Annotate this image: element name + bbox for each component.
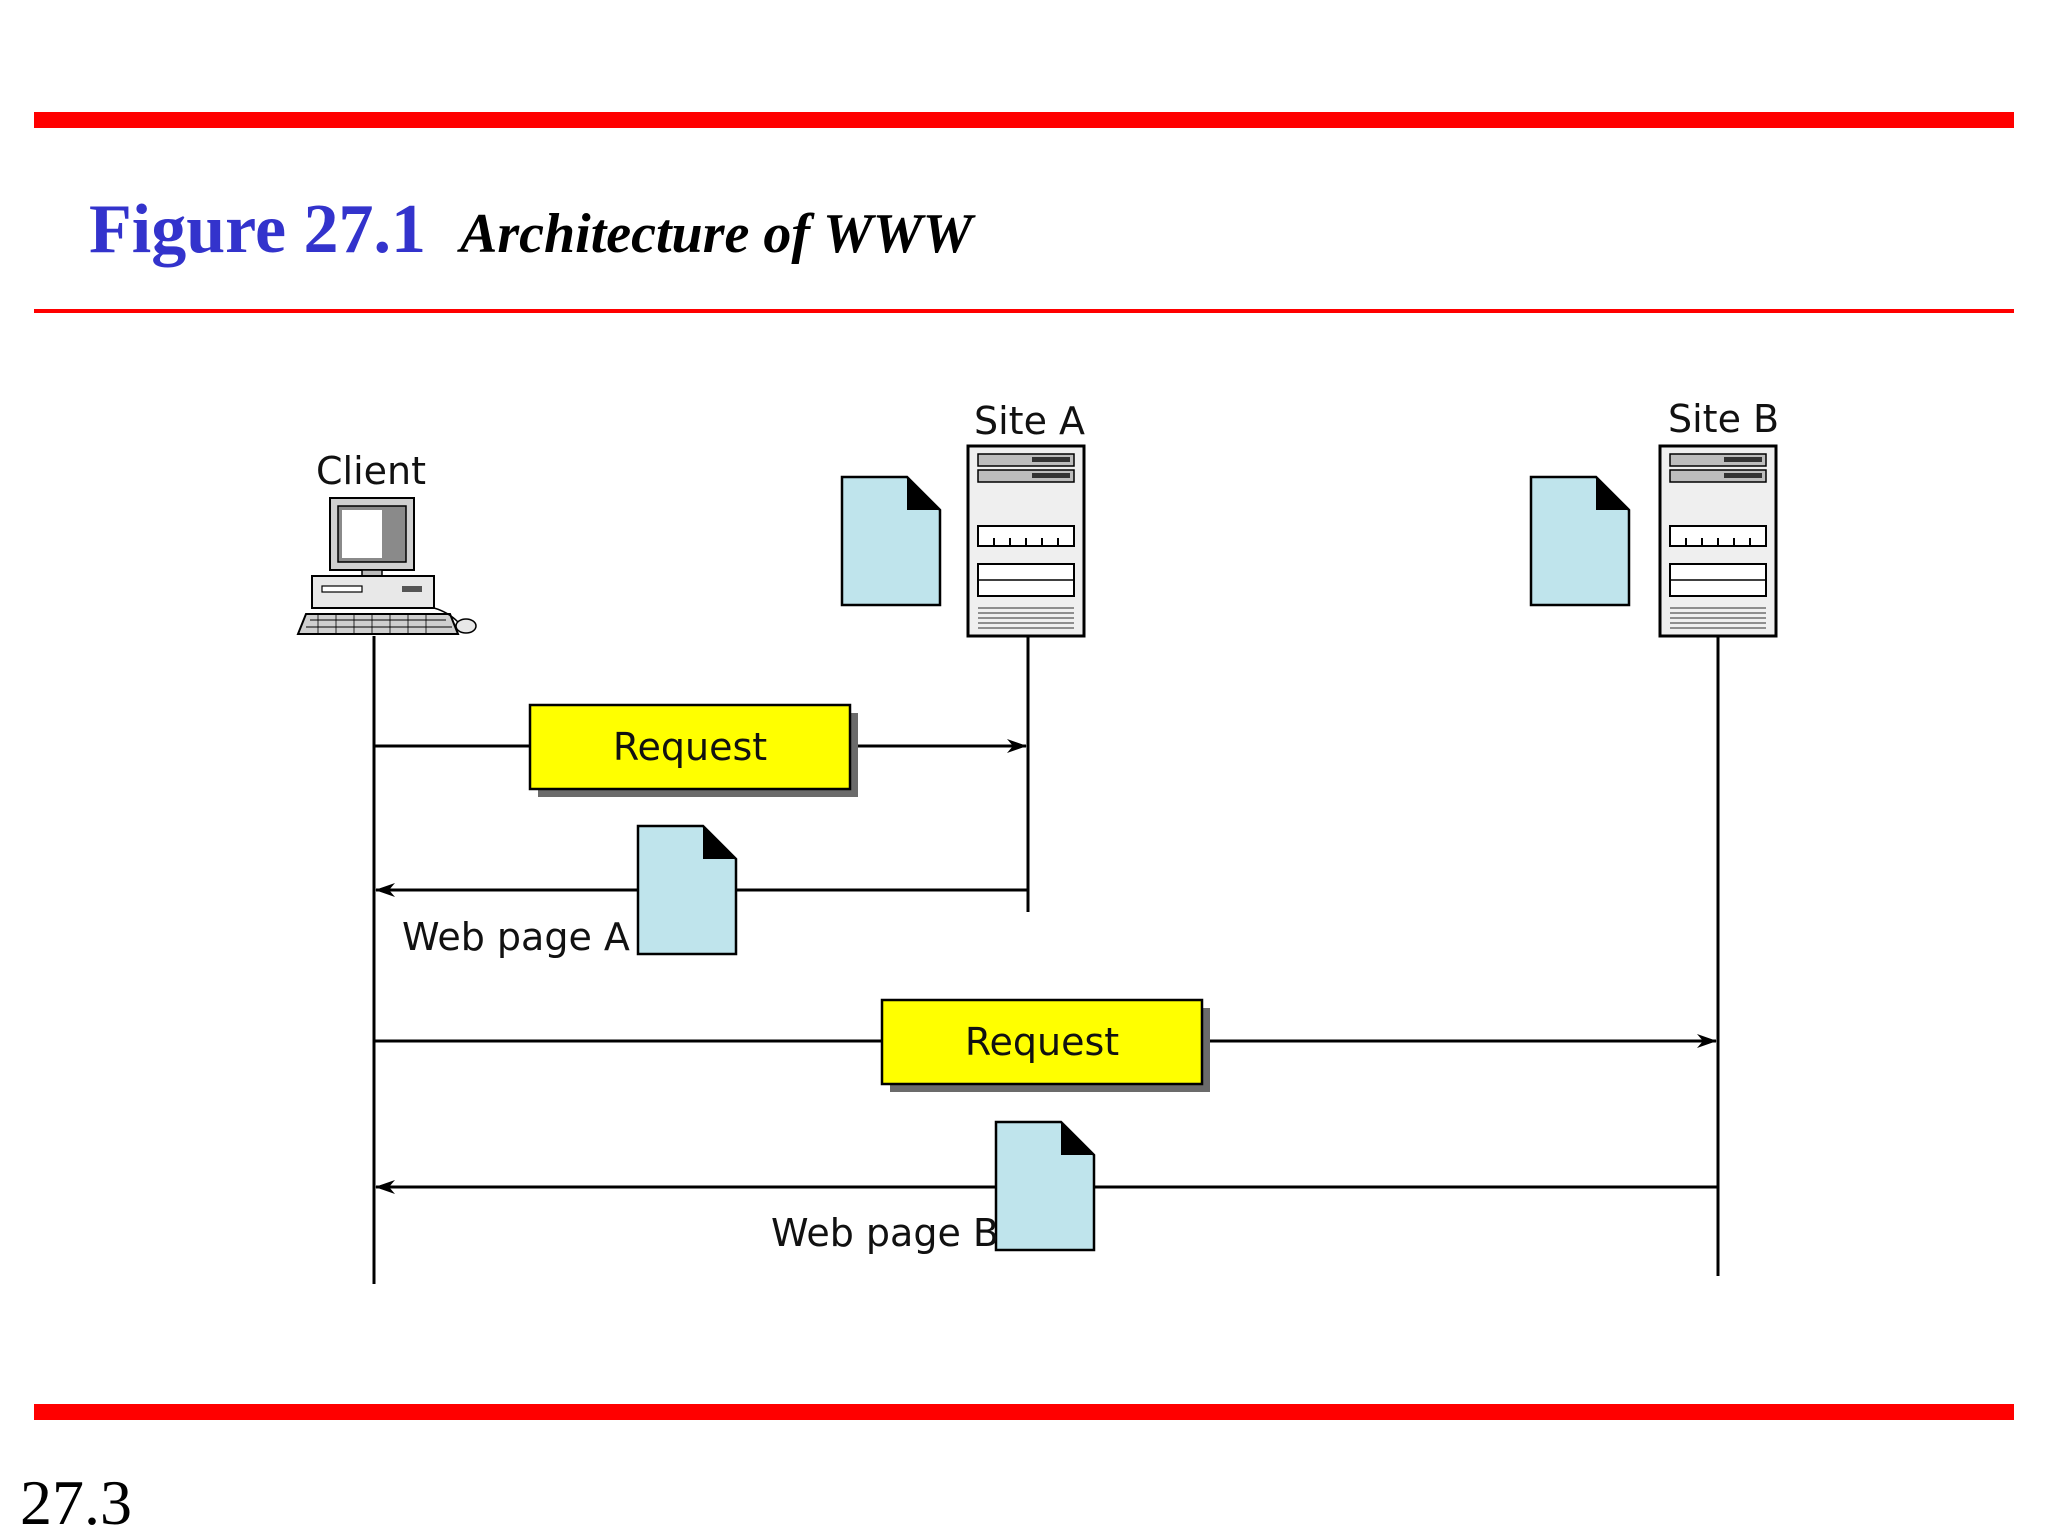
client-label: Client	[316, 449, 426, 493]
site-b-label: Site B	[1668, 397, 1779, 441]
title-underline-rule	[34, 309, 2014, 313]
web-page-b-label: Web page B	[771, 1211, 999, 1255]
web-page-a-label: Web page A	[402, 915, 630, 959]
request-label-site-b: Request	[965, 1020, 1119, 1064]
request-label-site-a: Request	[613, 725, 767, 769]
bottom-rule	[34, 1404, 2014, 1420]
web-page-b-document-icon	[994, 1120, 1096, 1252]
figure-number: Figure 27.1	[89, 191, 427, 268]
figure-title: Figure 27.1 Architecture of WWW	[89, 190, 972, 270]
figure-caption: Architecture of WWW	[460, 203, 973, 265]
top-rule	[34, 112, 2014, 128]
site-a-document-icon	[840, 475, 942, 607]
site-b-document-icon	[1529, 475, 1631, 607]
site-a-server-icon	[966, 444, 1086, 638]
site-a-label: Site A	[974, 399, 1085, 443]
request-box-site-b: Request	[880, 998, 1210, 1092]
web-page-a-document-icon	[636, 824, 738, 956]
request-box-site-a: Request	[528, 703, 858, 797]
site-b-server-icon	[1658, 444, 1778, 638]
client-computer-icon	[296, 497, 477, 635]
slide-number: 27.3	[20, 1467, 132, 1538]
